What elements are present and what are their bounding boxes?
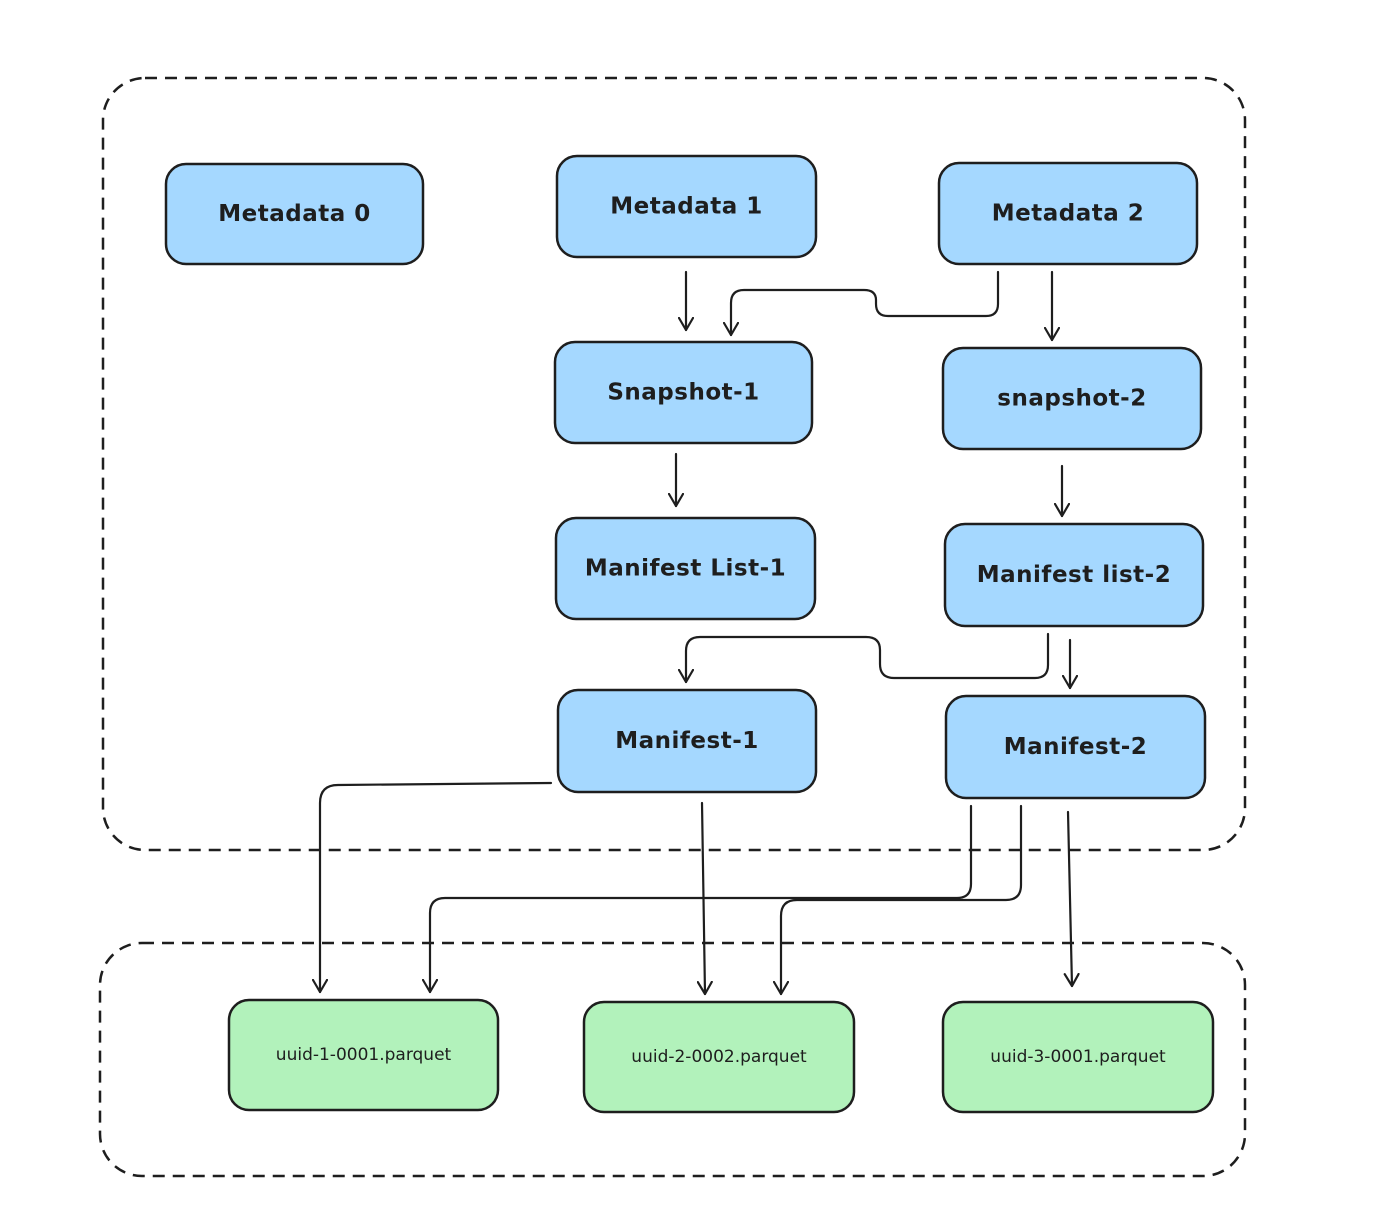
edge-manifest-2-file-2 bbox=[781, 804, 1023, 996]
edge-metadata-2-snapshot-1 bbox=[731, 270, 1000, 337]
manifest-1-box: Manifest-1 bbox=[556, 688, 818, 794]
edge-manifest-2-file-1 bbox=[430, 804, 973, 994]
file-1-box: uuid-1-0001.parquet bbox=[227, 998, 500, 1112]
manifest-2-box: Manifest-2 bbox=[944, 694, 1207, 800]
metadata-1-label: Metadata 1 bbox=[610, 194, 763, 220]
manifest-1-label: Manifest-1 bbox=[615, 728, 759, 754]
metadata-0-box: Metadata 0 bbox=[164, 162, 425, 266]
file-3-box: uuid-3-0001.parquet bbox=[941, 1000, 1215, 1114]
file-2-box: uuid-2-0002.parquet bbox=[582, 1000, 856, 1114]
manifest-list-1-label: Manifest List-1 bbox=[585, 556, 786, 582]
snapshot-1-label: Snapshot-1 bbox=[607, 380, 759, 406]
file-2-label: uuid-2-0002.parquet bbox=[631, 1047, 807, 1067]
manifest-list-2-label: Manifest list-2 bbox=[977, 562, 1171, 588]
node-layer: Metadata 0 Metadata 1 Metadata 2 Snapsho… bbox=[164, 154, 1215, 1114]
metadata-2-box: Metadata 2 bbox=[937, 161, 1199, 266]
edges bbox=[320, 270, 1072, 996]
snapshot-2-box: snapshot-2 bbox=[941, 346, 1203, 451]
file-3-label: uuid-3-0001.parquet bbox=[990, 1047, 1166, 1067]
edge-manifest-list-2-manifest-1 bbox=[686, 632, 1050, 684]
manifest-list-2-box: Manifest list-2 bbox=[943, 522, 1205, 628]
metadata-1-box: Metadata 1 bbox=[555, 154, 818, 259]
snapshot-1-box: Snapshot-1 bbox=[553, 340, 814, 445]
manifest-list-1-box: Manifest List-1 bbox=[554, 516, 817, 621]
metadata-0-label: Metadata 0 bbox=[218, 201, 371, 227]
edge-manifest-2-file-3 bbox=[1068, 810, 1072, 988]
data-files-group-box bbox=[98, 941, 1247, 1178]
edge-manifest-1-file-1 bbox=[320, 781, 553, 994]
metadata-group-box bbox=[101, 76, 1247, 852]
metadata-2-label: Metadata 2 bbox=[992, 201, 1145, 227]
snapshot-2-label: snapshot-2 bbox=[997, 386, 1146, 412]
file-1-label: uuid-1-0001.parquet bbox=[276, 1045, 452, 1065]
manifest-2-label: Manifest-2 bbox=[1004, 734, 1148, 760]
